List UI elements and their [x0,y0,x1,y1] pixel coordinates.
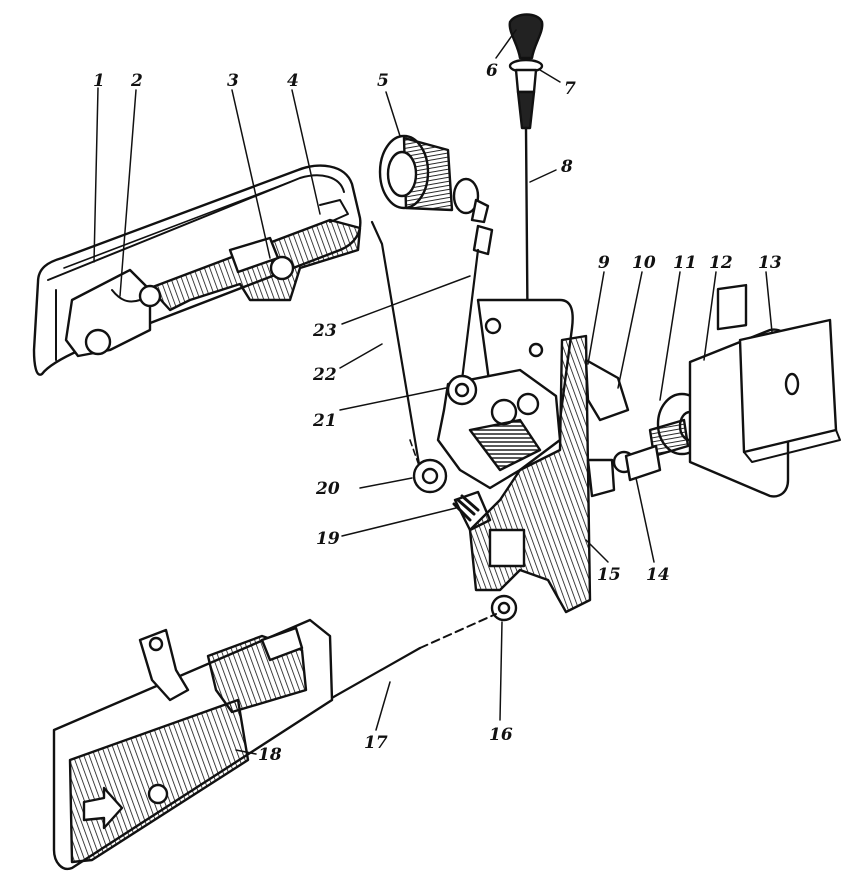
callout-6: 6 [486,61,498,81]
callout-16: 16 [489,725,513,745]
callout-10: 10 [632,253,656,273]
callout-14: 14 [646,565,670,585]
callout-1: 1 [93,71,105,91]
callout-20: 20 [315,479,340,499]
callout-2: 2 [130,71,143,91]
callout-9: 9 [598,253,610,273]
leader-lines [93,29,773,755]
callout-15: 15 [597,565,621,585]
lock-cylinder [378,134,494,256]
callout-17: 17 [364,733,388,753]
callout-23: 23 [312,321,337,341]
callout-11: 11 [673,253,697,273]
callout-19: 19 [316,529,340,549]
callout-5: 5 [377,71,389,91]
callout-13: 13 [758,253,782,273]
outer-door-handle [32,164,362,376]
callout-21: 21 [312,411,337,431]
callout-12: 12 [709,253,733,273]
callout-labels: 1 2 3 4 5 6 7 8 9 10 11 12 13 14 15 16 1… [93,61,782,765]
callout-7: 7 [564,79,576,99]
inner-door-handle [52,613,497,871]
striker-and-plates [612,283,841,498]
callout-3: 3 [227,71,239,91]
callout-22: 22 [312,365,337,385]
lock-button-and-rod [508,13,544,382]
callout-4: 4 [287,71,299,91]
callout-8: 8 [560,157,573,177]
callout-18: 18 [258,745,282,765]
lock-mechanism-body [412,298,630,622]
